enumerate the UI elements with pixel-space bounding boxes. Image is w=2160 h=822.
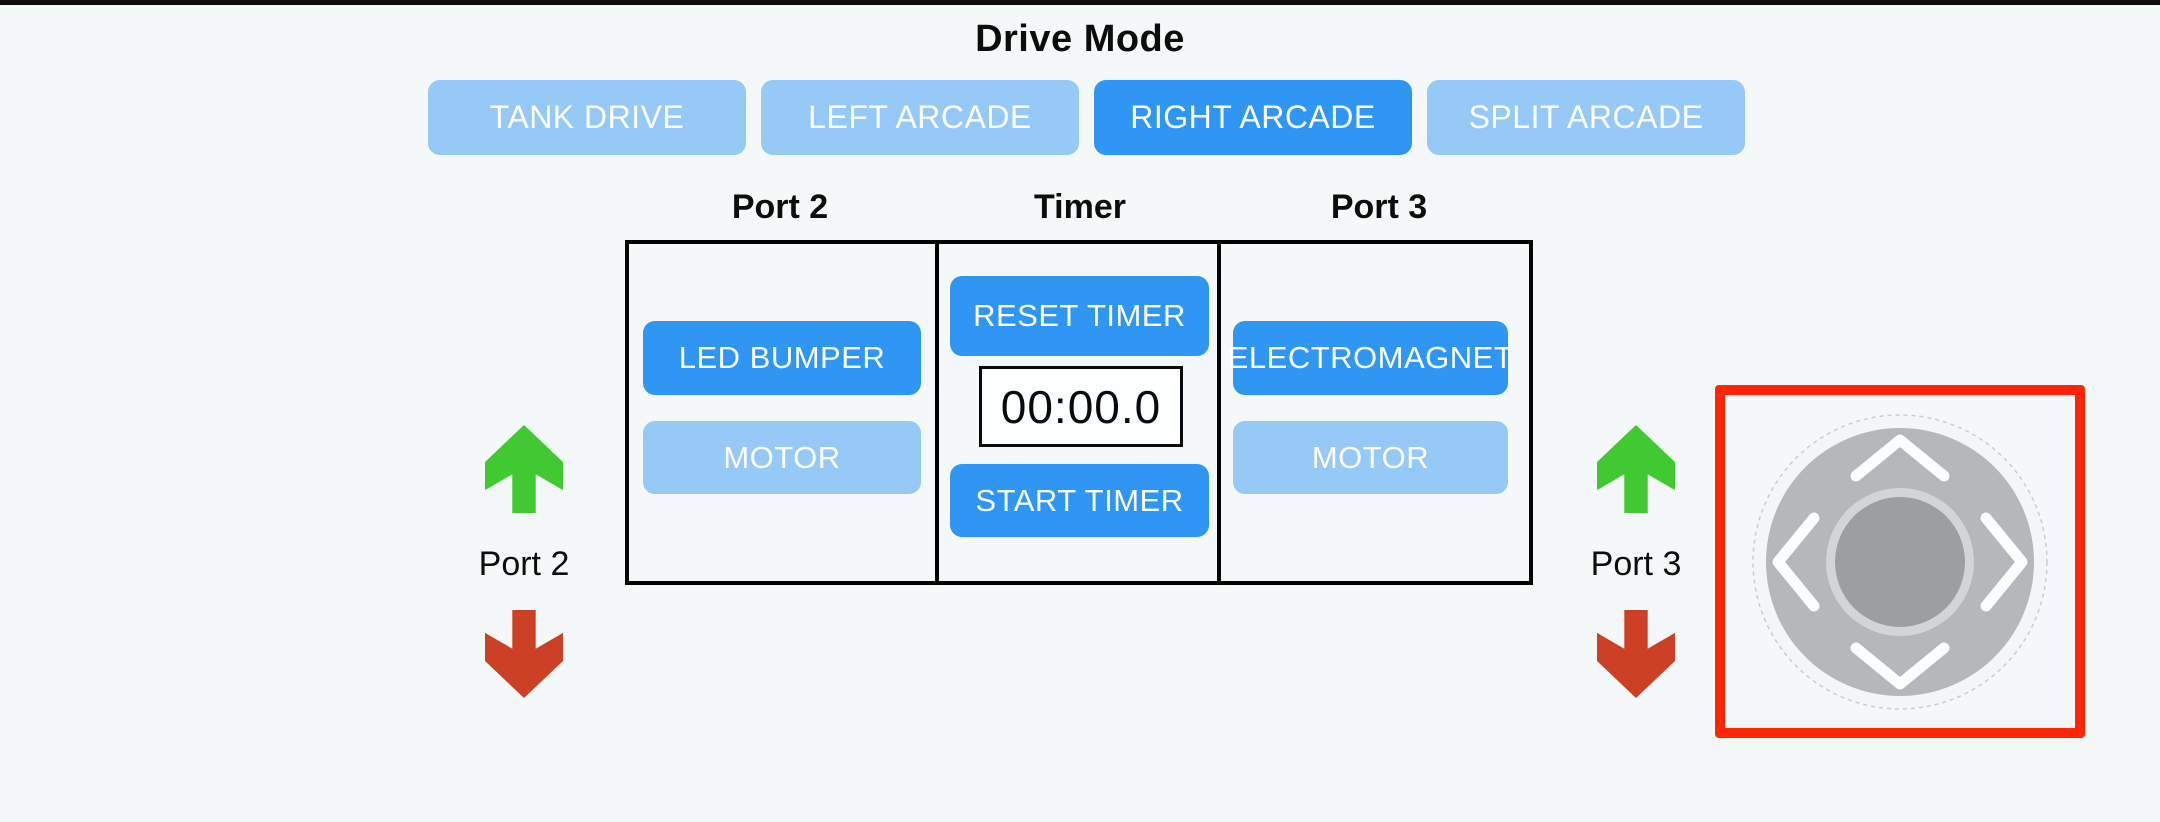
port2-column-header: Port 2 — [731, 188, 829, 226]
start-timer-button[interactable]: START TIMER — [950, 464, 1209, 537]
port2-down-button[interactable] — [485, 610, 563, 698]
directional-joystick-icon[interactable] — [1725, 395, 2075, 728]
port2-column: LED BUMPER MOTOR — [629, 244, 935, 581]
timer-column-header: Timer — [1034, 188, 1126, 226]
control-panel-table: LED BUMPER MOTOR RESET TIMER 00:00.0 STA… — [625, 240, 1533, 585]
port2-motor-button[interactable]: MOTOR — [643, 421, 921, 494]
electromagnet-button[interactable]: ELECTROMAGNET — [1228, 321, 1513, 395]
led-bumper-button[interactable]: LED BUMPER — [643, 321, 921, 395]
port3-column: ELECTROMAGNET MOTOR — [1221, 244, 1525, 581]
reset-timer-button[interactable]: RESET TIMER — [950, 276, 1209, 356]
port3-motor-button[interactable]: MOTOR — [1233, 421, 1508, 494]
top-black-bar — [0, 0, 2160, 5]
port3-up-button[interactable] — [1597, 425, 1675, 513]
port3-column-header: Port 3 — [1330, 188, 1428, 226]
timer-column: RESET TIMER 00:00.0 START TIMER — [935, 244, 1221, 581]
joystick-down-chevron-icon — [1850, 642, 1950, 690]
page-title: Drive Mode — [975, 18, 1185, 60]
joystick-right-chevron-icon — [1980, 512, 2028, 612]
split-arcade-button[interactable]: SPLIT ARCADE — [1427, 80, 1745, 155]
tank-drive-button[interactable]: TANK DRIVE — [428, 80, 746, 155]
joystick-up-chevron-icon — [1850, 434, 1950, 482]
green-up-arrow-icon — [485, 425, 563, 513]
right-arcade-button[interactable]: RIGHT ARCADE — [1094, 80, 1412, 155]
left-arcade-button[interactable]: LEFT ARCADE — [761, 80, 1079, 155]
port2-up-button[interactable] — [485, 425, 563, 513]
joystick-left-chevron-icon — [1772, 512, 1820, 612]
port3-down-button[interactable] — [1597, 610, 1675, 698]
red-down-arrow-icon — [485, 610, 563, 698]
drive-mode-button-group: TANK DRIVE LEFT ARCADE RIGHT ARCADE SPLI… — [428, 80, 1745, 155]
green-up-arrow-icon — [1597, 425, 1675, 513]
red-down-arrow-icon — [1597, 610, 1675, 698]
timer-display: 00:00.0 — [979, 366, 1183, 447]
joystick-highlight-frame — [1715, 385, 2085, 738]
port2-side-label: Port 2 — [478, 545, 570, 583]
port3-side-label: Port 3 — [1590, 545, 1682, 583]
